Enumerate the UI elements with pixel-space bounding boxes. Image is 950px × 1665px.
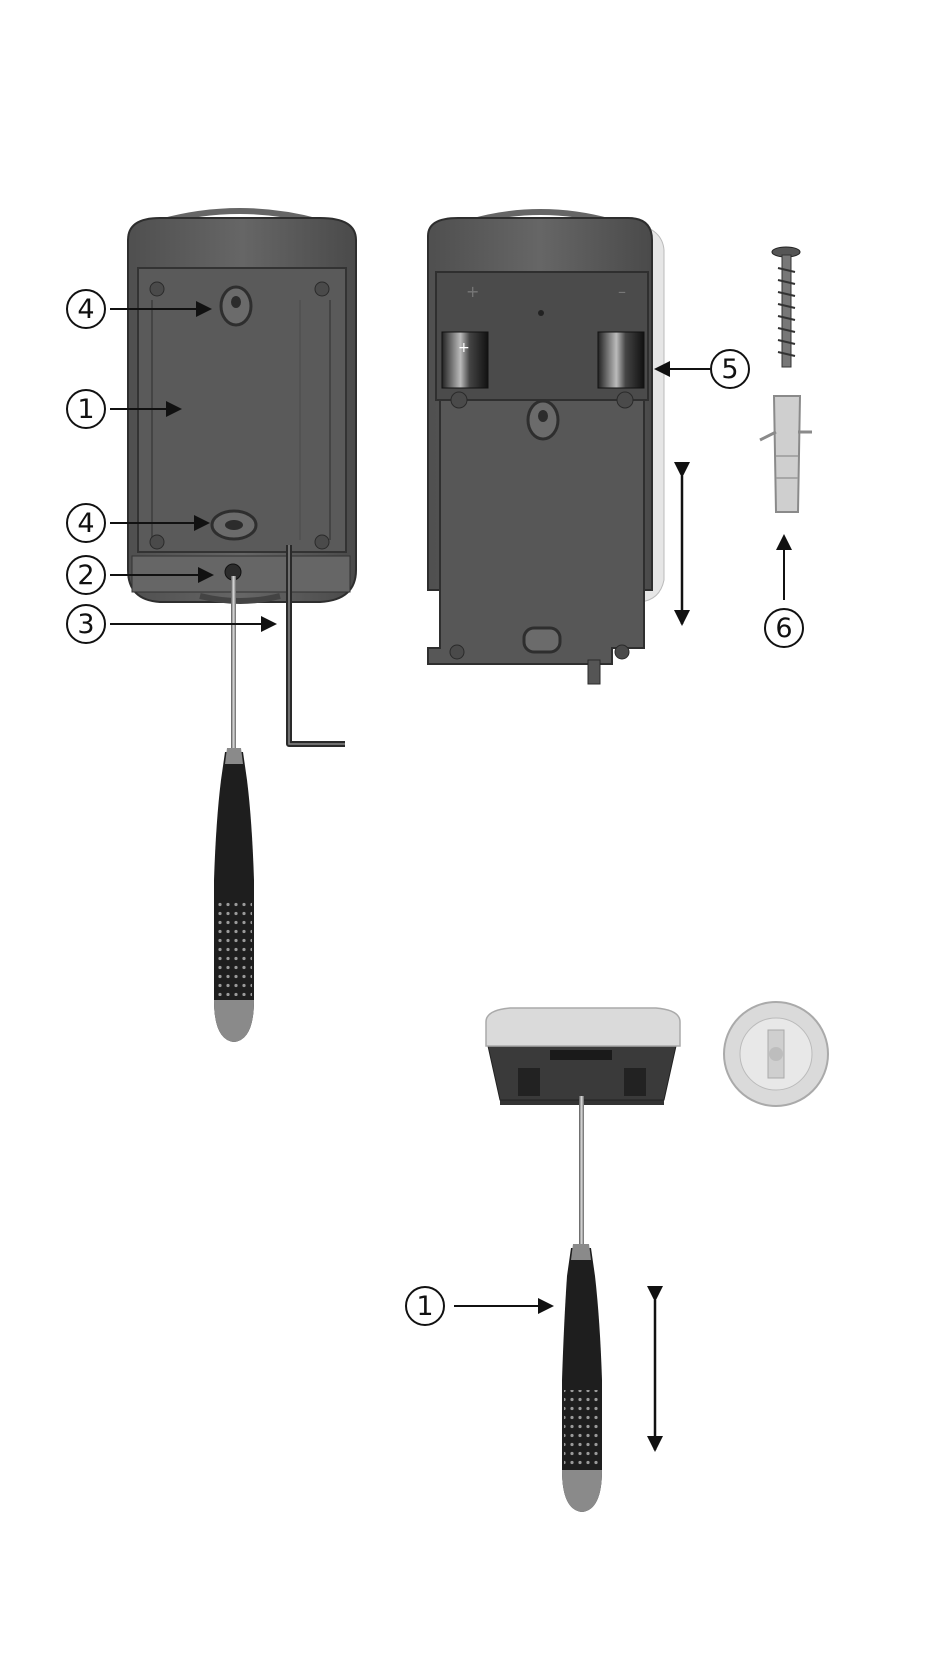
screw bbox=[772, 247, 800, 367]
callout-mounting-hole-upper: 4 bbox=[66, 289, 106, 329]
wall-plug bbox=[760, 396, 812, 512]
callout-battery: 5 bbox=[710, 349, 750, 389]
mounting-hole-upper bbox=[221, 287, 251, 325]
sensor-mount-disc bbox=[724, 1002, 828, 1106]
callout-mounting-hole-lower: 4 bbox=[66, 503, 106, 543]
screwdriver-top bbox=[214, 576, 254, 1042]
battery-right bbox=[598, 332, 644, 388]
callout-screwdriver: 1 bbox=[405, 1286, 445, 1326]
screwdriver-bottom bbox=[562, 1096, 602, 1512]
sensor-device-side bbox=[486, 1008, 680, 1105]
device-back-housing bbox=[128, 211, 356, 602]
mounting-hole-lower bbox=[212, 511, 256, 539]
callout-housing: 1 bbox=[66, 389, 106, 429]
battery-left: + bbox=[442, 332, 488, 388]
svg-text:+: + bbox=[466, 282, 479, 301]
callout-wall-plug: 6 bbox=[764, 608, 804, 648]
svg-text:–: – bbox=[618, 282, 626, 301]
device-back-open: + – bbox=[428, 212, 664, 684]
svg-text:+: + bbox=[458, 340, 470, 356]
callout-hex-key: 3 bbox=[66, 604, 106, 644]
callout-screw: 2 bbox=[66, 555, 106, 595]
